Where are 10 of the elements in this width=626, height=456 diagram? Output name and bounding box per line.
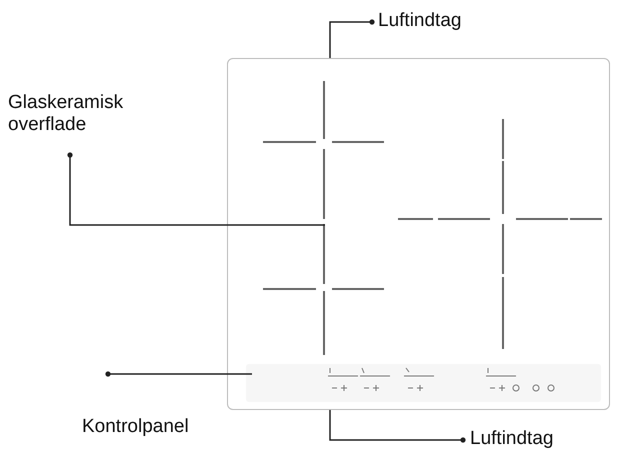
part-label: Kontrolpanel [82,416,202,438]
cooktop-outline [227,58,610,410]
leader-line [67,152,325,226]
leader-line [329,19,375,58]
part-label: Glaskeramisk overflade [8,92,128,136]
part-label: Luftindtag [470,428,580,450]
part-label: Luftindtag [378,10,488,32]
leader-line [105,371,253,377]
control-panel [246,364,601,402]
leader-line [329,410,466,443]
